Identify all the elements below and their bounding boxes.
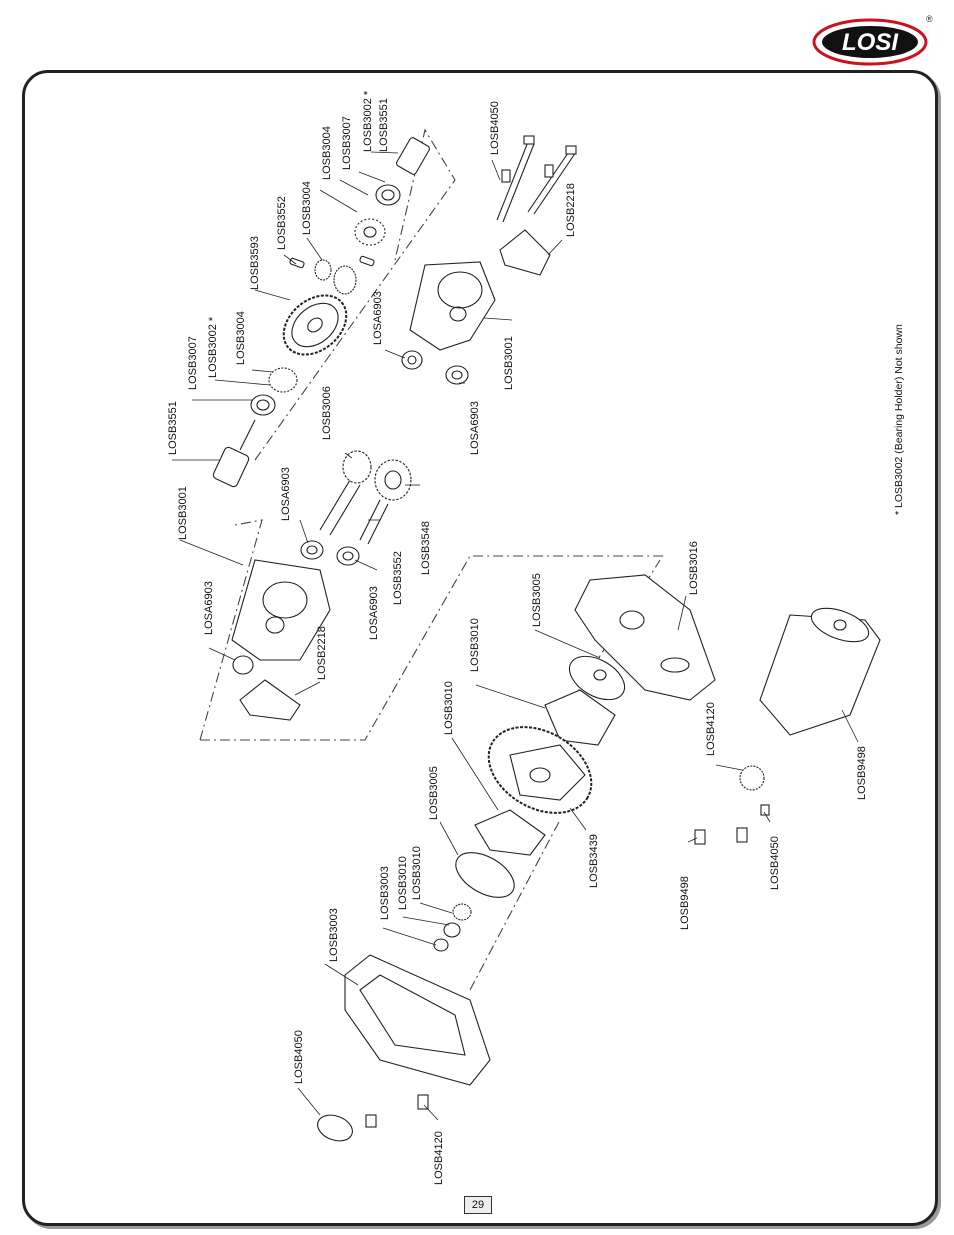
part-label: LOSA6903 [469,401,481,455]
part-label: LOSB3007 [187,336,199,390]
registered-mark: ® [926,14,933,24]
logo-text: LOSI [842,29,899,56]
part-label: LOSB3010 [411,846,423,900]
part-label: LOSB3010 [397,856,409,910]
part-label: LOSB9498 [856,746,868,800]
dashed-line-lower [200,555,665,741]
transmission-case-left [231,559,331,721]
part-label: LOSB2218 [316,626,328,680]
part-label: LOSB3010 [443,681,455,735]
part-label: LOSB3016 [688,541,700,595]
part-label: LOSB3003 [379,866,391,920]
motor-plate [574,574,716,701]
part-label: LOSB3001 [177,486,189,540]
spur-gear-cover [317,954,491,1142]
spring-plate [455,852,515,898]
motor [759,607,881,736]
part-label: LOSB9498 [679,876,691,930]
part-label: LOSB3552 [392,551,404,605]
part-label: LOSB3551 [378,98,390,152]
screw-pinion [694,829,706,845]
dashed-line-upper [254,128,456,461]
part-label: LOSB3004 [321,126,333,180]
page-number: 29 [464,1196,492,1214]
part-label: LOSB3006 [321,386,333,440]
part-label: LOSB4050 [769,836,781,890]
part-label: LOSB3548 [420,521,432,575]
part-label: LOSB3551 [167,401,179,455]
part-label: LOSB4050 [489,101,501,155]
pinion-gear [739,765,765,791]
screws-top [496,135,577,223]
output-shaft-bottom [212,367,298,488]
footnote: * LOSB3002 (Bearing Holder) Not shown [893,324,905,515]
part-label: LOSB3004 [301,181,313,235]
part-label: LOSB3001 [503,336,515,390]
output-shaft-top [289,137,430,295]
part-label: LOSA6903 [372,291,384,345]
part-labels: LOSB3551 LOSB3002 * LOSB3007 LOSB3004 LO… [167,90,868,1185]
part-label: LOSA6903 [280,467,292,521]
transmission-case-right [409,229,551,351]
part-label: LOSA6903 [203,581,215,635]
part-label: LOSB3593 [249,236,261,290]
part-label: LOSB4120 [433,1131,445,1185]
slipper-hardware [433,903,472,952]
dashed-line-left [199,519,263,741]
part-label: LOSB3005 [531,573,543,627]
slipper-pad-upper [544,689,616,746]
part-label: LOSB3007 [341,116,353,170]
idler-gears [300,350,469,566]
pressure-plate [568,655,626,701]
part-label: LOSA6903 [368,586,380,640]
part-label: LOSB3002 * [362,90,374,152]
spur-gear-3439 [487,726,593,814]
part-label: LOSB3010 [469,618,481,672]
part-label: LOSB4120 [705,702,717,756]
slipper-pad-lower [474,809,546,856]
part-label: LOSB3002 * [207,316,219,378]
part-label: LOSB3003 [328,908,340,962]
part-label: LOSB3439 [588,834,600,888]
part-label: LOSB4050 [293,1030,305,1084]
part-label: LOSB3005 [428,766,440,820]
part-label: LOSB3552 [276,196,288,250]
losi-logo: LOSI [812,18,928,66]
part-label: LOSB3004 [235,311,247,365]
spur-gear-3593 [282,294,348,356]
part-label: LOSB2218 [565,183,577,237]
